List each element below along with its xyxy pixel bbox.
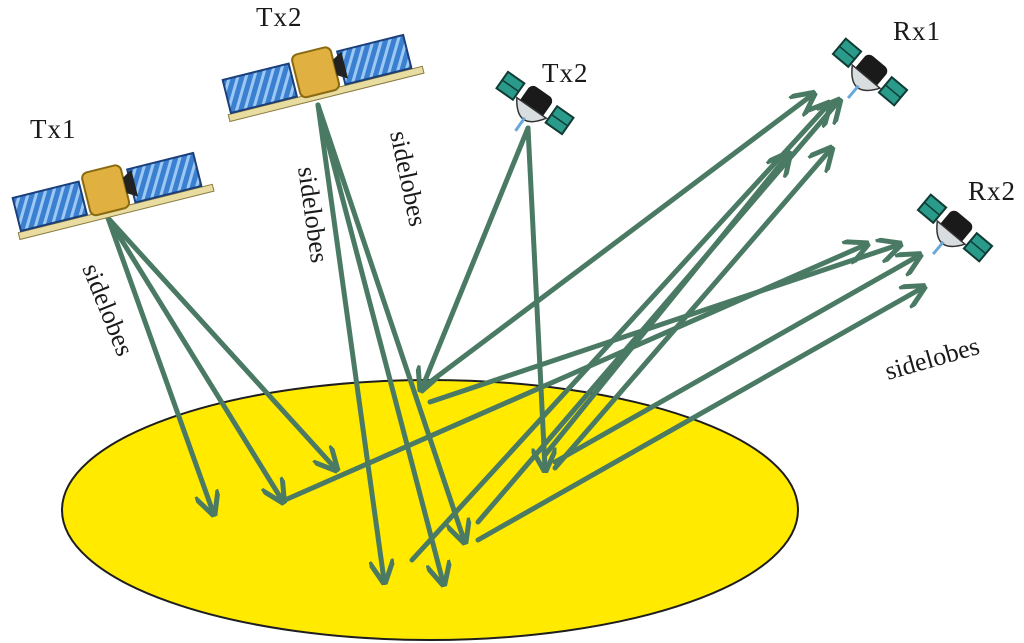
ray-to-rx1-5 — [409, 105, 828, 563]
ray-tx2s-1 — [422, 125, 531, 388]
rx2-dish-satellite-icon — [916, 193, 994, 263]
ray-tx2-3 — [315, 102, 464, 540]
ray-to-rx2-2 — [427, 245, 898, 405]
signal-rays — [105, 95, 922, 582]
tx2-large-satellite-icon — [221, 33, 425, 123]
sidelobes-tx2-right-label: sidelobes — [384, 128, 432, 229]
tx2-large-label: Tx2 — [256, 2, 303, 32]
rx1-label: Rx1 — [893, 16, 941, 46]
ray-tx1-1 — [105, 215, 213, 512]
tx1-label: Tx1 — [30, 114, 77, 144]
tx2-small-dish-satellite-icon — [495, 70, 575, 136]
tx1-satellite-icon — [11, 151, 215, 241]
tx2-small-label: Tx2 — [542, 58, 589, 88]
ray-tx1-3 — [105, 215, 335, 468]
ray-tx2-1 — [315, 102, 384, 580]
ray-to-rx2-4 — [475, 288, 922, 543]
ray-tx2-2 — [315, 102, 443, 582]
sidelobes-rx2-label: sidelobes — [882, 331, 983, 386]
ray-tx1-2 — [105, 215, 282, 500]
ray-to-rx2-3 — [552, 256, 918, 465]
rx1-dish-satellite-icon — [831, 37, 909, 107]
ray-tx2s-2 — [525, 125, 545, 468]
ray-to-rx1-1 — [419, 95, 812, 391]
ray-to-rx1-3 — [542, 155, 788, 458]
ray-to-rx1-4 — [552, 150, 830, 471]
rx2-label: Rx2 — [968, 176, 1016, 206]
